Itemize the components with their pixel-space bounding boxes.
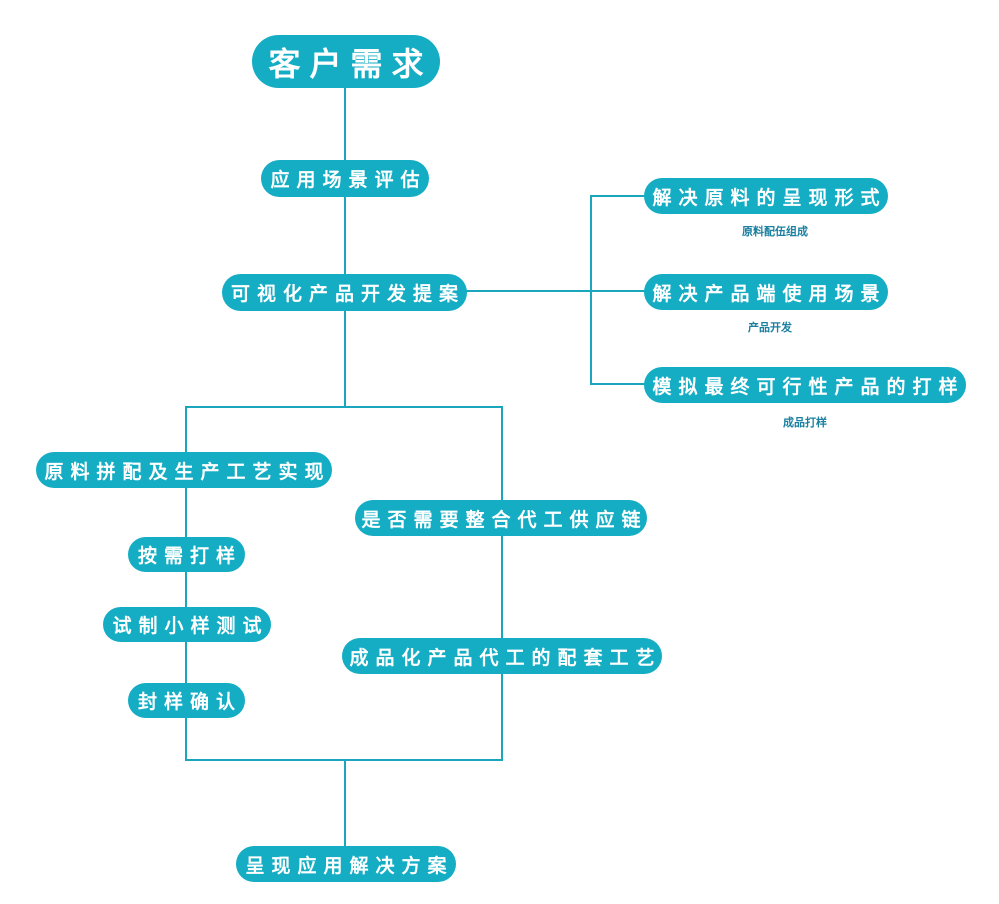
node-label: 模拟最终可行性产品的打样	[652, 375, 965, 398]
node-raw-material-form[interactable]: 解决原料的呈现形式	[644, 178, 888, 214]
subtitle-product-development: 产品开发	[748, 321, 792, 334]
node-visual-proposal[interactable]: 可视化产品开发提案	[222, 274, 467, 311]
connector-branch-right-horizontal	[460, 290, 650, 292]
node-raw-material-blending[interactable]: 原料拼配及生产工艺实现	[36, 452, 332, 488]
node-sample-on-demand[interactable]: 按需打样	[128, 537, 245, 572]
node-label: 成品化产品代工的配套工艺	[349, 646, 662, 669]
connector-split-horizontal	[185, 406, 503, 408]
node-customer-demand[interactable]: 客户需求	[252, 35, 440, 88]
node-label: 解决原料的呈现形式	[652, 186, 887, 209]
connector-branch-right-vertical	[590, 195, 592, 385]
node-sample-confirmation[interactable]: 封样确认	[128, 683, 245, 718]
connector-trunk-top	[344, 86, 346, 408]
node-label: 是否需要整合代工供应链	[361, 508, 648, 531]
node-trial-sample-test[interactable]: 试制小样测试	[103, 607, 271, 642]
node-oem-matching-process[interactable]: 成品化产品代工的配套工艺	[342, 638, 662, 674]
node-label: 呈现应用解决方案	[245, 854, 454, 877]
node-oem-supply-chain[interactable]: 是否需要整合代工供应链	[355, 500, 647, 536]
connector-branch-right-bottom	[590, 383, 650, 385]
node-solution-presentation[interactable]: 呈现应用解决方案	[236, 846, 456, 882]
subtitle-finished-sample: 成品打样	[783, 416, 827, 429]
node-label: 按需打样	[137, 545, 242, 567]
node-label: 应用场景评估	[270, 169, 427, 191]
node-label: 客户需求	[268, 44, 433, 83]
node-scenario-evaluation[interactable]: 应用场景评估	[261, 160, 429, 197]
connector-branch-right-top	[590, 195, 650, 197]
node-label: 试制小样测试	[112, 615, 269, 637]
node-label: 封样确认	[137, 691, 242, 713]
node-label: 原料拼配及生产工艺实现	[44, 460, 331, 483]
connector-left-track	[185, 406, 187, 761]
subtitle-raw-material-composition: 原料配伍组成	[742, 225, 808, 238]
connector-right-track	[501, 406, 503, 761]
node-label: 可视化产品开发提案	[230, 283, 465, 305]
node-final-product-sample[interactable]: 模拟最终可行性产品的打样	[644, 367, 966, 403]
connector-trunk-bottom	[344, 759, 346, 851]
node-product-usage-scenario[interactable]: 解决产品端使用场景	[644, 274, 888, 310]
node-label: 解决产品端使用场景	[652, 282, 887, 305]
